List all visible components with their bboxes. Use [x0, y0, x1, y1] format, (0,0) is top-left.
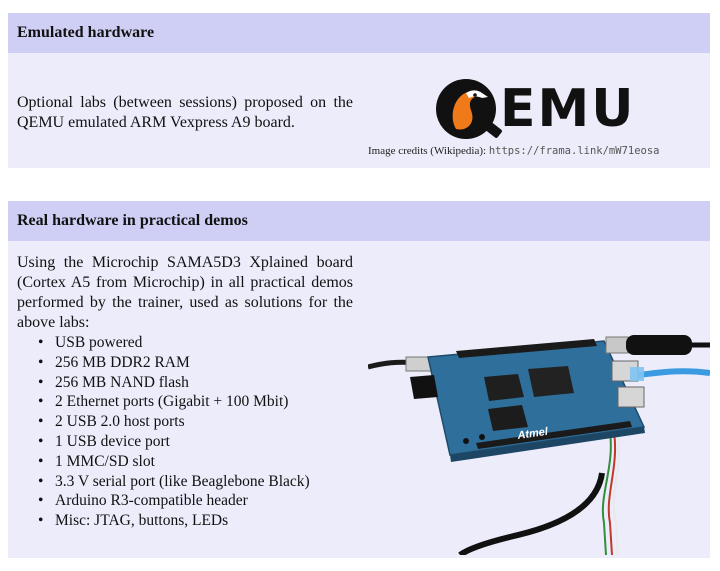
- list-item: Arduino R3-compatible header: [38, 491, 310, 511]
- list-item: 256 MB NAND flash: [38, 373, 310, 393]
- list-item: 256 MB DDR2 RAM: [38, 353, 310, 373]
- credits-link[interactable]: https://frama.link/mW71eosa: [488, 145, 660, 157]
- qemu-logo: EMU: [436, 79, 636, 145]
- feature-list: USB powered 256 MB DDR2 RAM 256 MB NAND …: [17, 333, 310, 531]
- image-credits: Image credits (Wikipedia): https://frama…: [368, 145, 660, 157]
- list-item: 1 MMC/SD slot: [38, 452, 310, 472]
- qemu-logo-text: EMU: [500, 79, 636, 139]
- sama5d3-board-photo: Atmel: [368, 335, 710, 555]
- qemu-logo-circle: [436, 79, 496, 139]
- real-description: Using the Microchip SAMA5D3 Xplained boa…: [17, 254, 353, 331]
- credits-label: Image credits (Wikipedia):: [368, 145, 487, 157]
- list-item: USB powered: [38, 333, 310, 353]
- qemu-bird-icon: [452, 90, 488, 130]
- list-item: 2 USB 2.0 host ports: [38, 412, 310, 432]
- section-title: Emulated hardware: [8, 13, 710, 53]
- list-item: Misc: JTAG, buttons, LEDs: [38, 511, 310, 531]
- board-brand-label: Atmel: [516, 426, 550, 442]
- list-item: 1 USB device port: [38, 432, 310, 452]
- section-title: Real hardware in practical demos: [8, 201, 710, 241]
- list-item: 3.3 V serial port (like Beaglebone Black…: [38, 472, 310, 492]
- emulated-description: Optional labs (between sessions) propose…: [17, 94, 353, 131]
- list-item: 2 Ethernet ports (Gigabit + 100 Mbit): [38, 392, 310, 412]
- real-hardware-section: Real hardware in practical demos Using t…: [8, 201, 710, 558]
- emulated-hardware-section: Emulated hardware Optional labs (between…: [8, 13, 710, 168]
